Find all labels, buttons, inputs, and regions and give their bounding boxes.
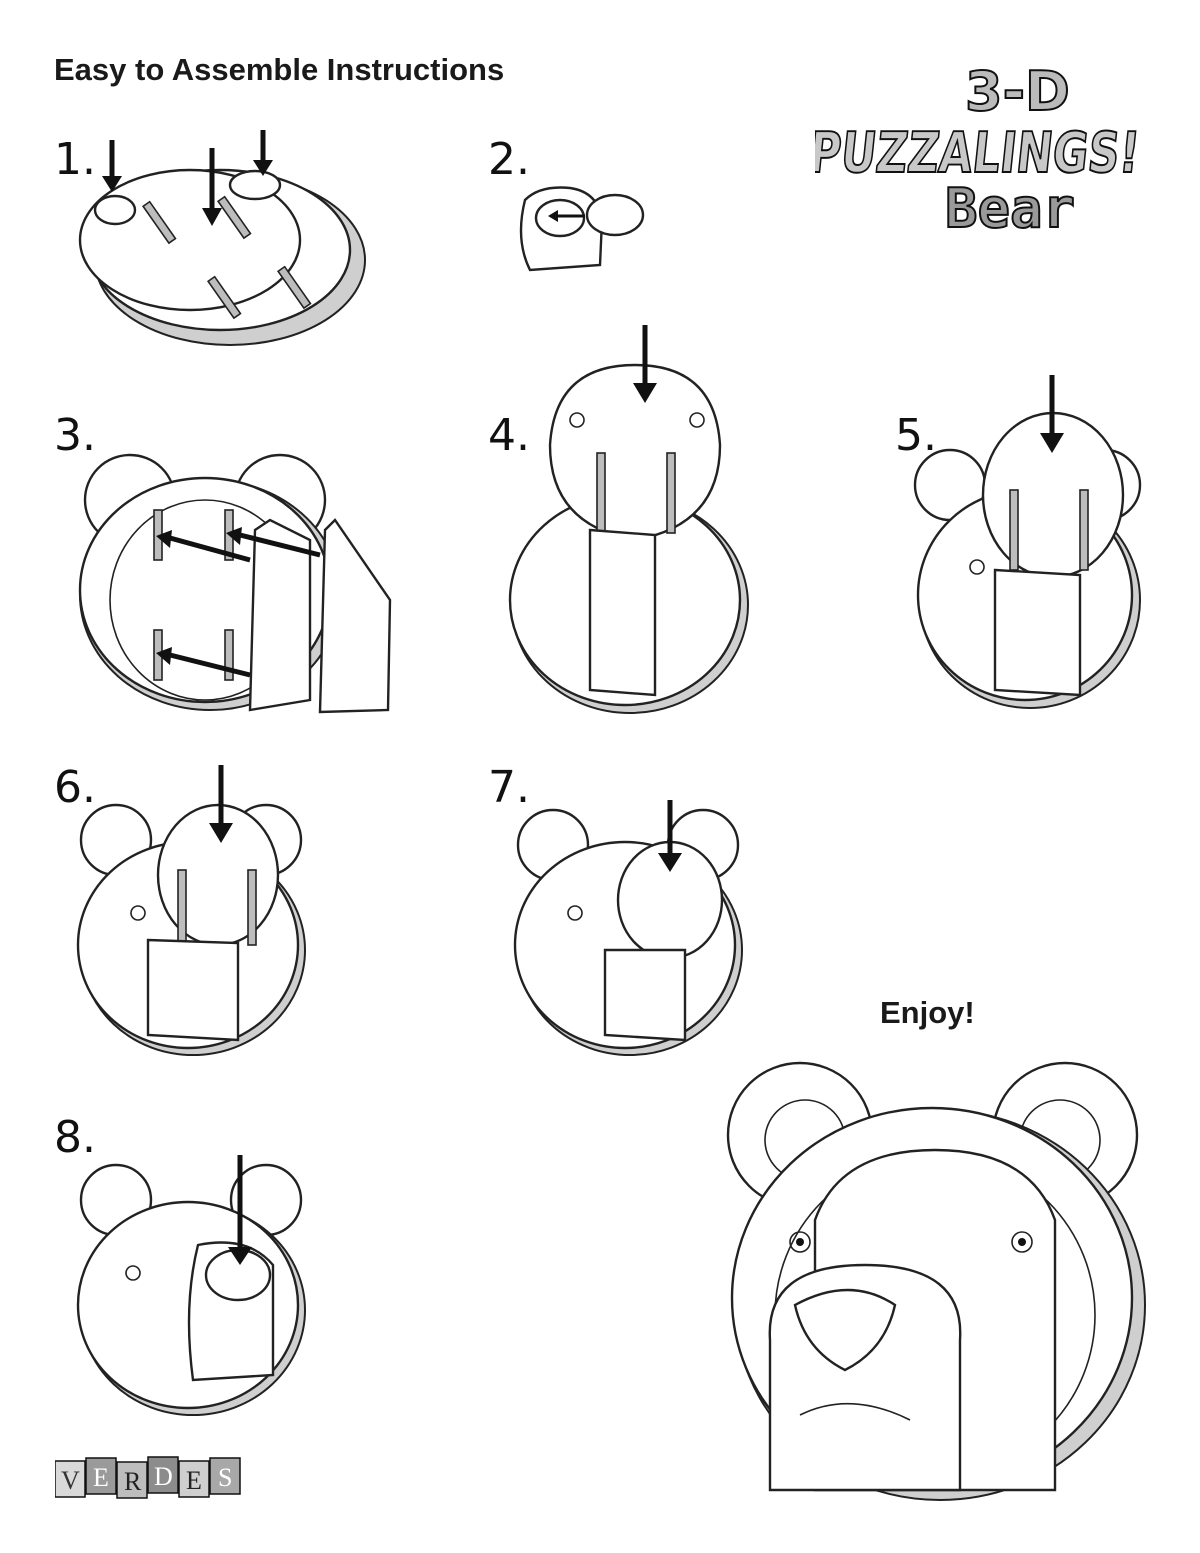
logo-3d: 3-D [965, 62, 1070, 123]
brand-block: D [147, 1456, 179, 1494]
final-bear-illustration [726, 1061, 1146, 1501]
arrow-left-icon [169, 652, 251, 678]
arrow-left-icon [239, 532, 321, 558]
step-3-label: 3. [54, 410, 96, 461]
step-4-label: 4. [488, 410, 530, 461]
step-2-label: 2. [488, 134, 530, 185]
step-6-illustration [76, 765, 306, 1056]
puzzalings-logo: 3-D PUZZALINGS! Bear [815, 62, 1144, 241]
logo-puzzalings: PUZZALINGS! [815, 121, 1143, 186]
step-8-label: 8. [54, 1112, 96, 1163]
brand-block: E [85, 1457, 117, 1495]
svg-text:V: V [61, 1466, 80, 1495]
brand-block: E [178, 1460, 210, 1498]
step-6-label: 6. [54, 762, 96, 813]
step-7-label: 7. [488, 762, 530, 813]
brand-block: V [55, 1460, 86, 1498]
step-2-illustration [519, 186, 645, 272]
verdes-brand-logo: V E R D E S [55, 1456, 241, 1499]
logo-bear: Bear [945, 177, 1075, 240]
step-8-illustration [76, 1155, 306, 1416]
step-4-illustration [508, 325, 749, 714]
step-1-label: 1. [54, 134, 96, 185]
svg-text:D: D [154, 1462, 173, 1491]
svg-text:E: E [186, 1466, 202, 1495]
svg-text:R: R [124, 1467, 142, 1496]
brand-block: S [209, 1457, 241, 1495]
svg-text:E: E [93, 1463, 109, 1492]
step-5-illustration [913, 375, 1142, 709]
step-1-illustration [78, 130, 366, 346]
enjoy-label: Enjoy! [880, 995, 975, 1030]
svg-text:S: S [218, 1463, 232, 1492]
arrow-left-icon [169, 535, 251, 563]
step-7-illustration [513, 800, 743, 1056]
step-5-label: 5. [895, 410, 937, 461]
brand-block: R [116, 1461, 148, 1499]
page-title: Easy to Assemble Instructions [54, 52, 505, 87]
step-3-illustration [78, 453, 392, 714]
